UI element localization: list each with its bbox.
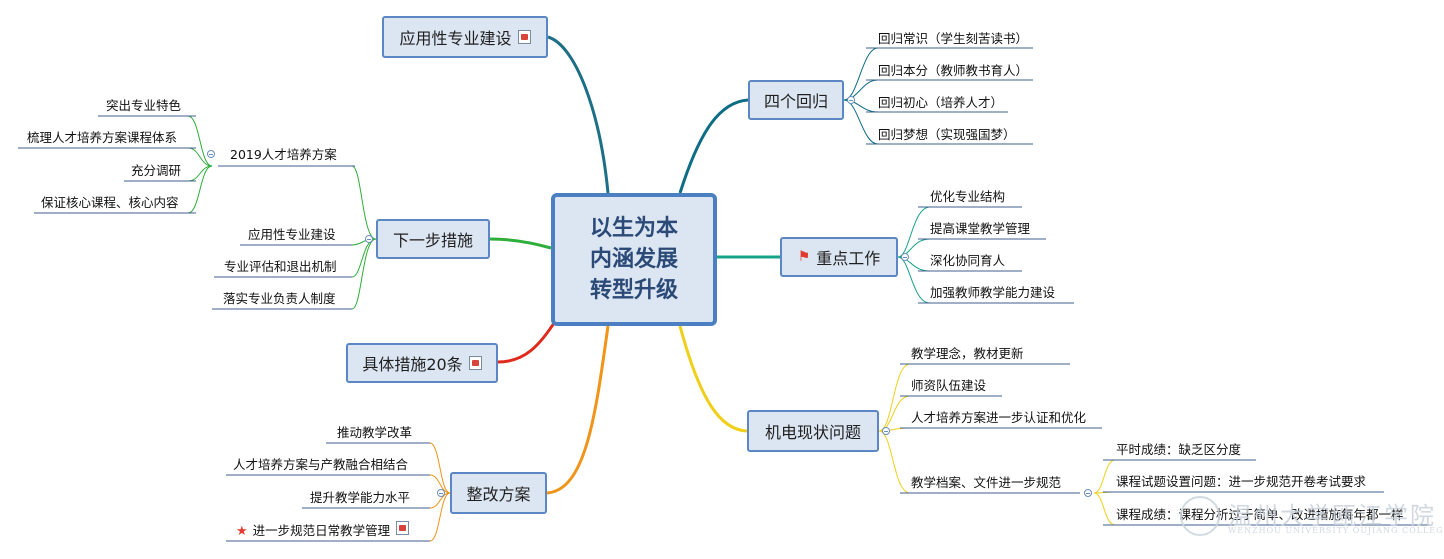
topic-xiayibu[interactable]: 下一步措施 <box>376 219 490 259</box>
zhenggai-item-4: 进一步规范日常教学管理 <box>252 523 391 538</box>
plan-item-3[interactable]: 充分调研 <box>131 163 182 178</box>
watermark-cn: 温州大学瓯江学院 <box>1228 502 1436 530</box>
topic-zhongdian-label: 重点工作 <box>816 249 881 268</box>
plan-item-1[interactable]: 突出专业特色 <box>106 98 182 113</box>
zhenggai-item-1[interactable]: 推动教学改革 <box>337 425 413 440</box>
flag-icon: ⚑ <box>797 249 811 265</box>
collapse-plan-button[interactable] <box>207 150 215 158</box>
branch-xiayibu <box>489 237 552 250</box>
document-icon[interactable] <box>396 521 410 535</box>
branch-zhenggai <box>546 325 610 495</box>
zhongdian-item-2[interactable]: 提高课堂教学管理 <box>930 221 1031 236</box>
topic-jidian[interactable]: 机电现状问题 <box>747 410 879 452</box>
zhongdian-item-3[interactable]: 深化协同育人 <box>930 253 1006 268</box>
topic-huigui[interactable]: 四个回归 <box>748 80 844 120</box>
jidian-sub-item-1[interactable]: 平时成绩：缺乏区分度 <box>1116 442 1242 457</box>
college-seal-icon <box>1180 496 1220 536</box>
watermark-en: WENZHOU UNIVERSITY OUJIANG COLLEGE <box>1228 526 1444 535</box>
topic-zhenggai[interactable]: 整改方案 <box>450 472 547 514</box>
xiayibu-item-1[interactable]: 应用性专业建设 <box>248 227 336 242</box>
xiayibu-plan-label[interactable]: 2019人才培养方案 <box>230 147 337 162</box>
jidian-item-1[interactable]: 教学理念，教材更新 <box>911 346 1024 361</box>
star-icon: ★ <box>236 524 248 539</box>
zhenggai-item-4-row[interactable]: ★ 进一步规范日常教学管理 <box>236 521 410 540</box>
jidian-item-2[interactable]: 师资队伍建设 <box>911 378 987 393</box>
zhenggai-item-3[interactable]: 提升教学能力水平 <box>310 490 411 505</box>
topic-huigui-label: 四个回归 <box>763 92 828 111</box>
central-line-1: 以生为本 <box>589 216 678 241</box>
branch-huigui <box>678 98 749 194</box>
college-watermark: 温州大学瓯江学院 WENZHOU UNIVERSITY OUJIANG COLL… <box>1180 494 1444 540</box>
collapse-huigui-button[interactable] <box>847 96 855 104</box>
xiayibu-item-2[interactable]: 专业评估和退出机制 <box>224 259 337 274</box>
document-icon[interactable] <box>468 356 482 370</box>
collapse-zhenggai-button[interactable] <box>437 489 445 497</box>
zhongdian-item-4[interactable]: 加强教师教学能力建设 <box>930 285 1056 300</box>
collapse-jidian-archive-button[interactable] <box>1084 489 1092 497</box>
topic-juti-label: 具体措施20条 <box>362 355 463 374</box>
topic-zhongdian[interactable]: ⚑ 重点工作 <box>780 237 898 277</box>
branch-juti <box>497 319 558 364</box>
huigui-item-1[interactable]: 回归常识（学生刻苦读书） <box>878 31 1029 46</box>
xiayibu-item-3[interactable]: 落实专业负责人制度 <box>223 291 336 306</box>
topic-xiayibu-label: 下一步措施 <box>392 231 473 250</box>
jidian-item-4[interactable]: 教学档案、文件进一步规范 <box>911 475 1062 490</box>
plan-item-2[interactable]: 梳理人才培养方案课程体系 <box>27 130 178 145</box>
topic-yingyong[interactable]: 应用性专业建设 <box>382 16 548 58</box>
central-topic[interactable]: 以生为本 内涵发展 转型升级 <box>551 193 717 326</box>
collapse-xiayibu-button[interactable] <box>365 235 373 243</box>
topic-jidian-label: 机电现状问题 <box>764 423 861 442</box>
central-line-2: 内涵发展 <box>589 247 678 272</box>
plan-item-4[interactable]: 保证核心课程、核心内容 <box>41 195 179 210</box>
huigui-item-2[interactable]: 回归本分（教师教书育人） <box>878 63 1029 78</box>
jidian-sub-item-2[interactable]: 课程试题设置问题：进一步规范开卷考试要求 <box>1116 474 1367 489</box>
document-icon[interactable] <box>517 30 531 44</box>
zhenggai-item-2[interactable]: 人才培养方案与产教融合相结合 <box>233 457 409 472</box>
huigui-item-4[interactable]: 回归梦想（实现强国梦） <box>878 127 1016 142</box>
topic-yingyong-label: 应用性专业建设 <box>399 29 512 48</box>
central-line-3: 转型升级 <box>589 278 678 303</box>
branch-jidian <box>678 325 748 433</box>
collapse-jidian-button[interactable] <box>882 427 890 435</box>
branch-yingyong <box>547 35 610 194</box>
jidian-item-3[interactable]: 人才培养方案进一步认证和优化 <box>911 410 1087 425</box>
huigui-item-3[interactable]: 回归初心（培养人才） <box>878 95 1004 110</box>
collapse-zhongdian-button[interactable] <box>901 253 909 261</box>
topic-juti[interactable]: 具体措施20条 <box>346 343 498 383</box>
topic-zhenggai-label: 整改方案 <box>466 485 531 504</box>
zhongdian-item-1[interactable]: 优化专业结构 <box>930 189 1006 204</box>
